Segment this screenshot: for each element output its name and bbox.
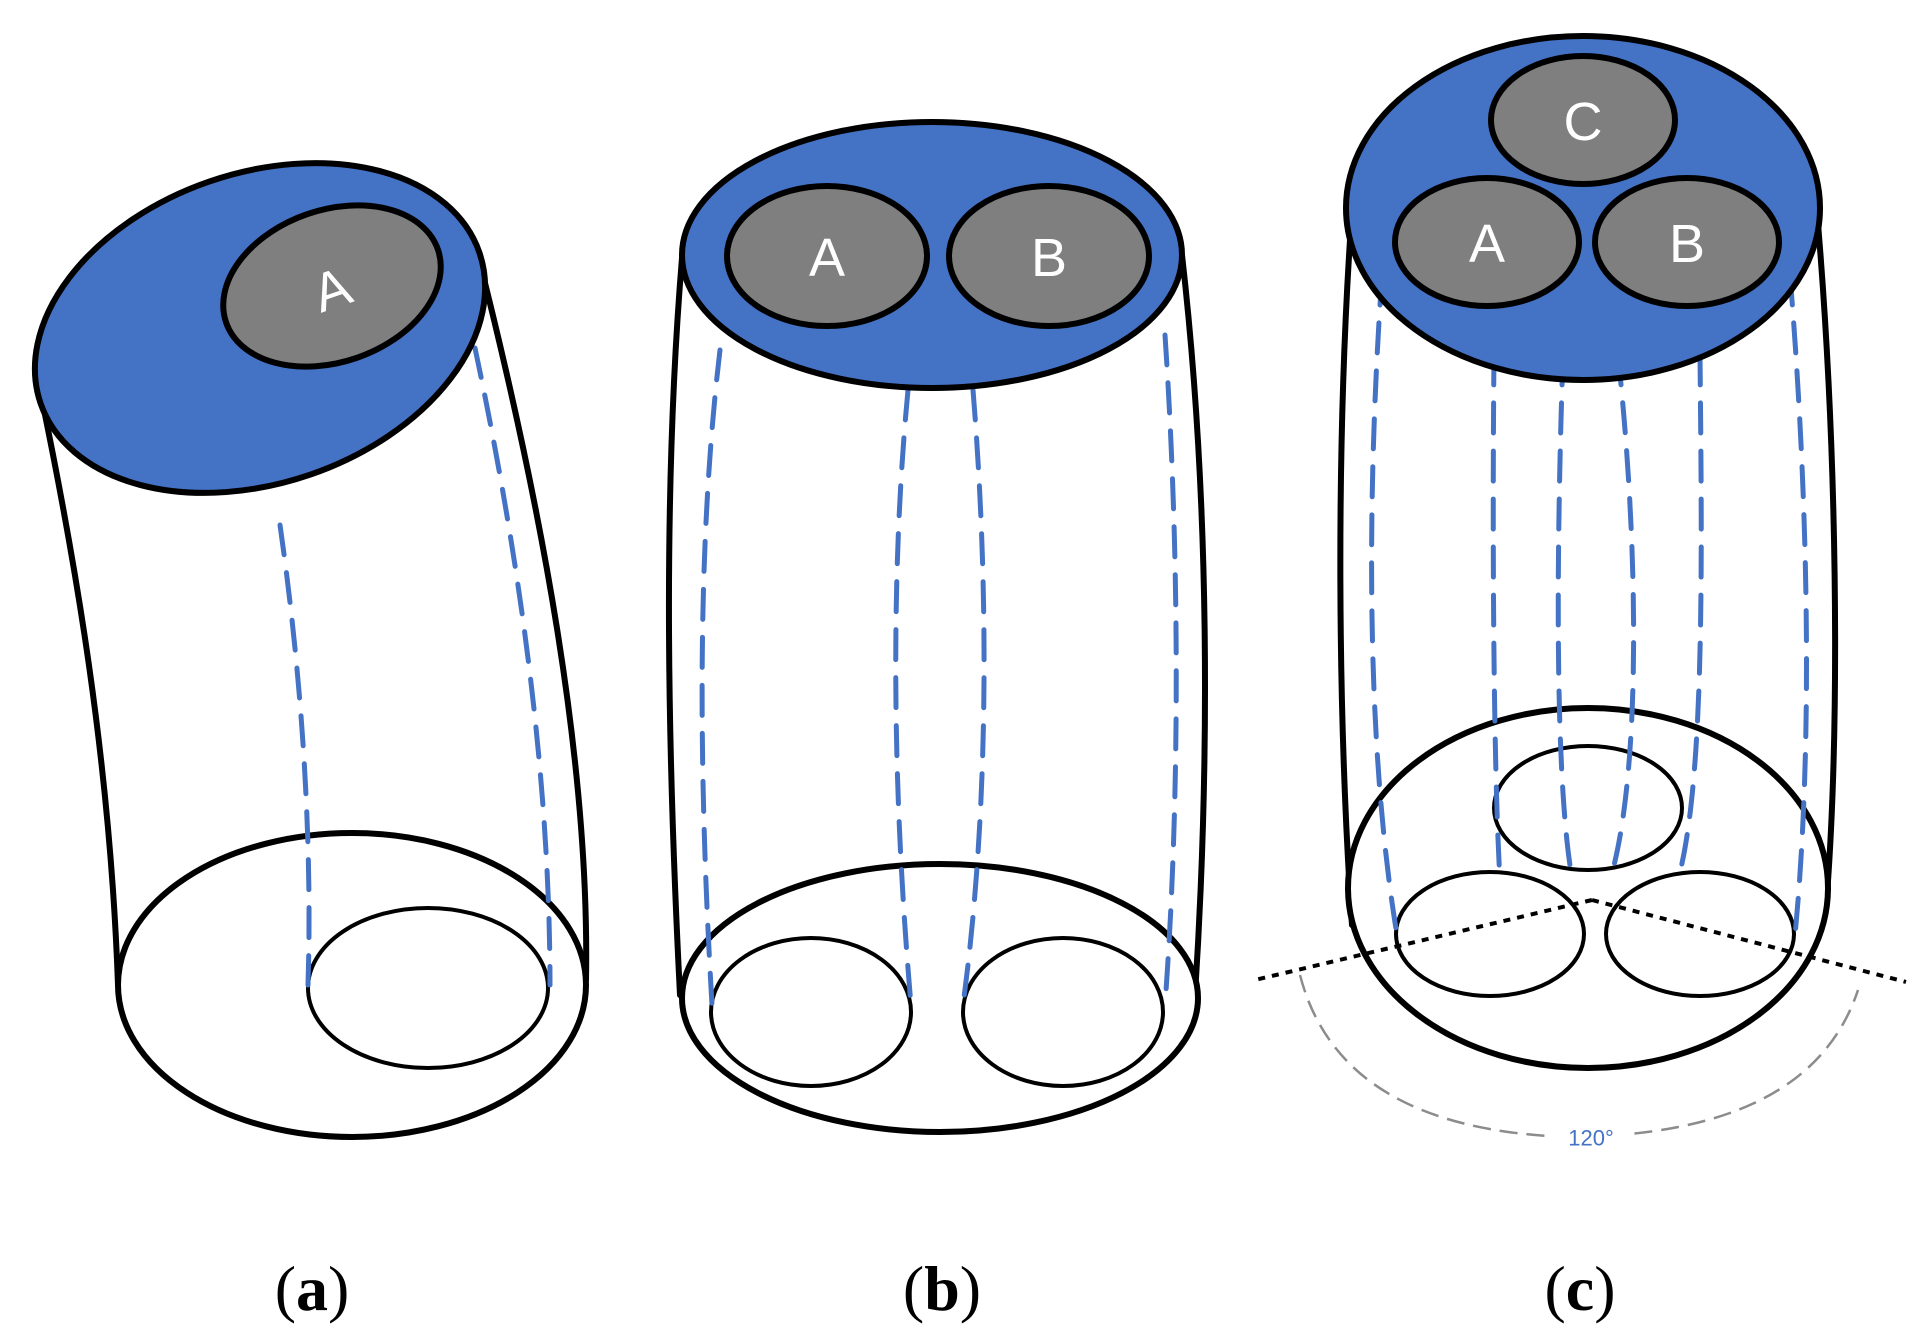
panel-c-channel-b-bottom: [1604, 870, 1796, 998]
panel-c-caption: (c): [1544, 1253, 1615, 1324]
panel-c-line-6: [1787, 272, 1809, 938]
panel-c-channel-a-label: A: [1469, 214, 1505, 274]
panel-b-left-wall: [665, 255, 685, 998]
panel-c-right-wall: [1813, 197, 1839, 898]
panel-c-channel-c-label: C: [1564, 92, 1603, 152]
panel-a-right-wall: [475, 252, 590, 983]
panel-a-channel-a-line-left: [277, 522, 312, 988]
panel-c-channel-a-top: [1392, 175, 1582, 309]
panel-a-left-wall: [39, 397, 121, 988]
panel-a-channel-a-line-right: [472, 345, 553, 988]
panel-a-caption: (a): [275, 1253, 350, 1324]
panel-a: A (a): [31, 160, 590, 1324]
panel-c-channel-b-label: B: [1669, 214, 1705, 274]
panel-b-channel-a-line-right: [893, 387, 914, 1008]
panel-c-line-5: [1675, 352, 1704, 883]
panel-c-angle-label: 120°: [1568, 1126, 1614, 1151]
panel-b-channel-a-bottom: [709, 936, 913, 1088]
panel-b-channel-b-line-right: [1162, 332, 1179, 1008]
panel-c-channel-a-bottom: [1394, 870, 1586, 998]
panel-c-channel-c-bottom: [1492, 744, 1684, 872]
panel-c-line-3: [1555, 352, 1575, 881]
panel-c-angle-line-right: [1591, 898, 1907, 984]
panel-c-channel-c-top: [1488, 53, 1678, 187]
panel-c-channel-b-top: [1592, 175, 1782, 309]
panel-b-channel-a-top: [724, 183, 930, 329]
panel-b-channel-a-label: A: [809, 228, 845, 288]
panel-b-channel-a-line-left: [699, 347, 723, 1008]
panel-b-channel-b-line-left: [960, 387, 987, 1008]
panel-b: A B (b): [665, 119, 1208, 1324]
panel-c-angle-line-left: [1254, 898, 1593, 982]
panel-a-channel-a-top: [220, 202, 444, 370]
panel-c-line-2: [1490, 352, 1503, 883]
panel-b-channel-b-label: B: [1031, 228, 1067, 288]
panel-a-channel-a-bottom: [306, 906, 550, 1070]
panel-b-right-wall: [1179, 252, 1208, 998]
panel-c-left-wall: [1337, 207, 1355, 928]
panel-b-channel-b-top: [946, 183, 1152, 329]
panel-b-caption: (b): [903, 1253, 981, 1324]
panel-c: 120° C A B (c): [1254, 33, 1907, 1324]
panel-b-channel-b-bottom: [961, 936, 1165, 1088]
panel-c-line-4: [1607, 352, 1637, 883]
panel-c-angle-label-bg: [1552, 1124, 1630, 1152]
panel-c-line-1: [1369, 272, 1400, 938]
